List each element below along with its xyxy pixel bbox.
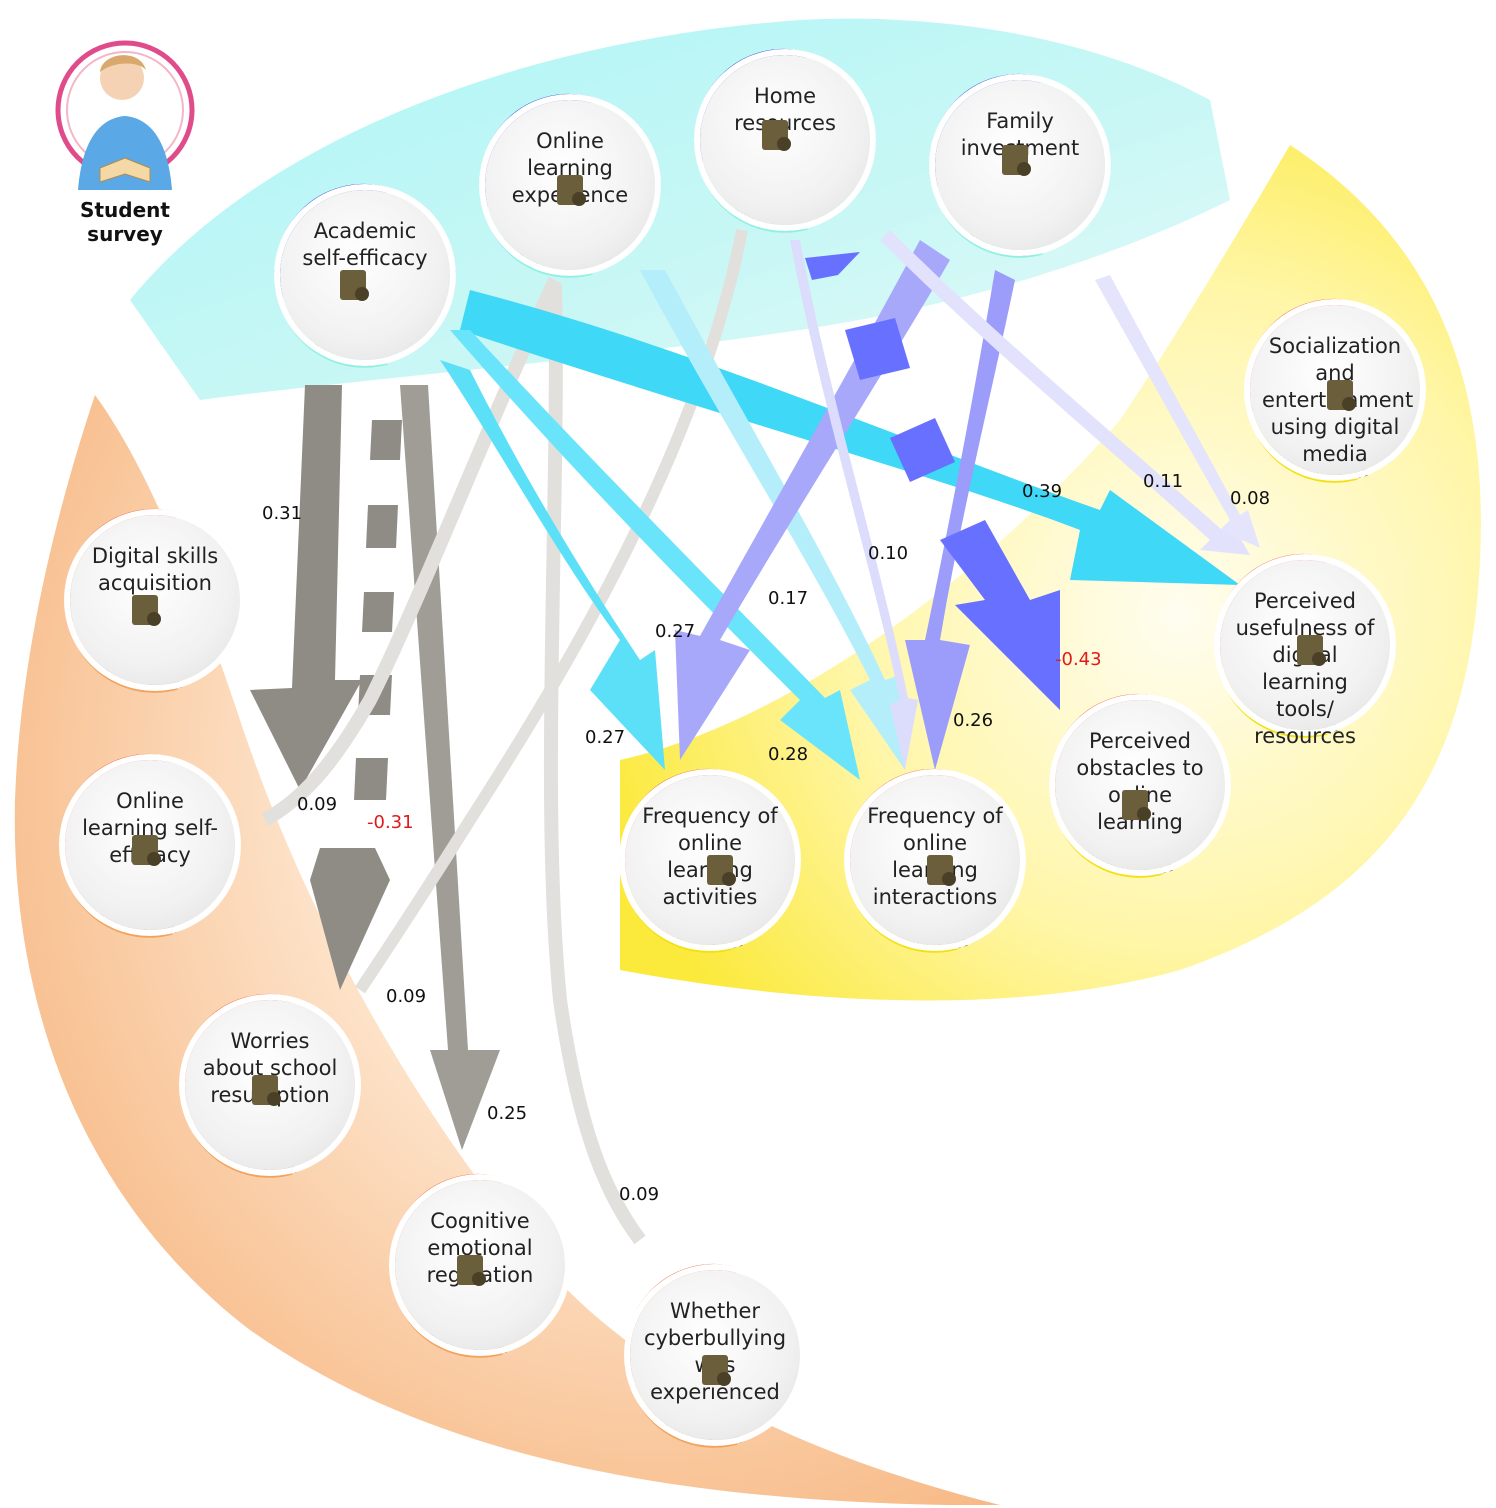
dashed-negative-path <box>354 420 402 800</box>
coef-label: 0.10 <box>868 543 909 564</box>
coef-label: 0.26 <box>953 710 994 731</box>
coef-label: 0.09 <box>386 986 427 1007</box>
node-title: Whether cyberbullying was experienced <box>643 1299 787 1404</box>
node-online-exp: Before suspensionWellbeingOnline learnin… <box>479 93 661 278</box>
family-devices-icon <box>990 135 1040 190</box>
coef-label: 0.25 <box>487 1103 528 1124</box>
orange-region <box>14 395 1001 1505</box>
hand-circuit-icon <box>120 585 170 640</box>
coef-label: 0.09 <box>297 794 338 815</box>
node-title: Digital skills acquisition <box>91 544 219 595</box>
social-media-icon <box>1315 370 1365 425</box>
book-thumbs-icon <box>120 825 170 880</box>
cyberbullying-icon <box>690 1345 740 1400</box>
coef-label: 0.39 <box>1022 481 1063 502</box>
coef-label: 0.11 <box>1143 471 1184 492</box>
tablet-book-icon <box>545 165 595 220</box>
worried-student-icon <box>240 1065 290 1120</box>
arrows-cyan <box>440 270 1240 780</box>
coef-label-negative: -0.43 <box>1055 649 1102 670</box>
obstacle-climb-icon <box>1110 780 1160 835</box>
coef-label: 0.28 <box>768 744 809 765</box>
coef-label: 0.27 <box>585 727 626 748</box>
node-freq-act: During suspensionIntermediate outcomeFre… <box>604 753 801 954</box>
coef-label: 0.09 <box>619 1184 660 1205</box>
rating-stars-icon <box>1285 625 1335 680</box>
node-family: Before suspensionWellbeingFamily investm… <box>929 73 1111 258</box>
node-title: Frequency of online learning activities <box>642 804 778 909</box>
timer-tablet-icon <box>695 845 745 900</box>
student-avatar-icon <box>55 40 195 190</box>
node-obstacles: During suspensionIntermediate outcomePer… <box>1034 678 1231 879</box>
timer-screen-icon <box>915 845 965 900</box>
node-title: Perceived obstacles to online learning <box>1076 729 1204 834</box>
family-home-icon <box>750 110 800 165</box>
coef-label: 0.31 <box>262 503 303 524</box>
node-title: Perceived usefulness of digital learning… <box>1235 589 1375 748</box>
node-academic: Before suspensionWellbeingAcademic self-… <box>274 183 456 368</box>
node-title: Academic self-efficacy <box>302 219 428 270</box>
coef-label-negative: -0.31 <box>367 812 414 833</box>
coef-label: 0.08 <box>1230 488 1271 509</box>
thumbs-up-icon <box>328 260 378 315</box>
coef-label: 0.27 <box>655 621 696 642</box>
student-survey-label: Student survey <box>80 198 170 246</box>
arrows-gray <box>250 228 748 1245</box>
arrows-blue <box>675 230 1260 770</box>
coef-label: 0.17 <box>768 588 809 609</box>
node-disc <box>1055 700 1225 870</box>
emotion-scale-icon <box>445 1245 495 1300</box>
